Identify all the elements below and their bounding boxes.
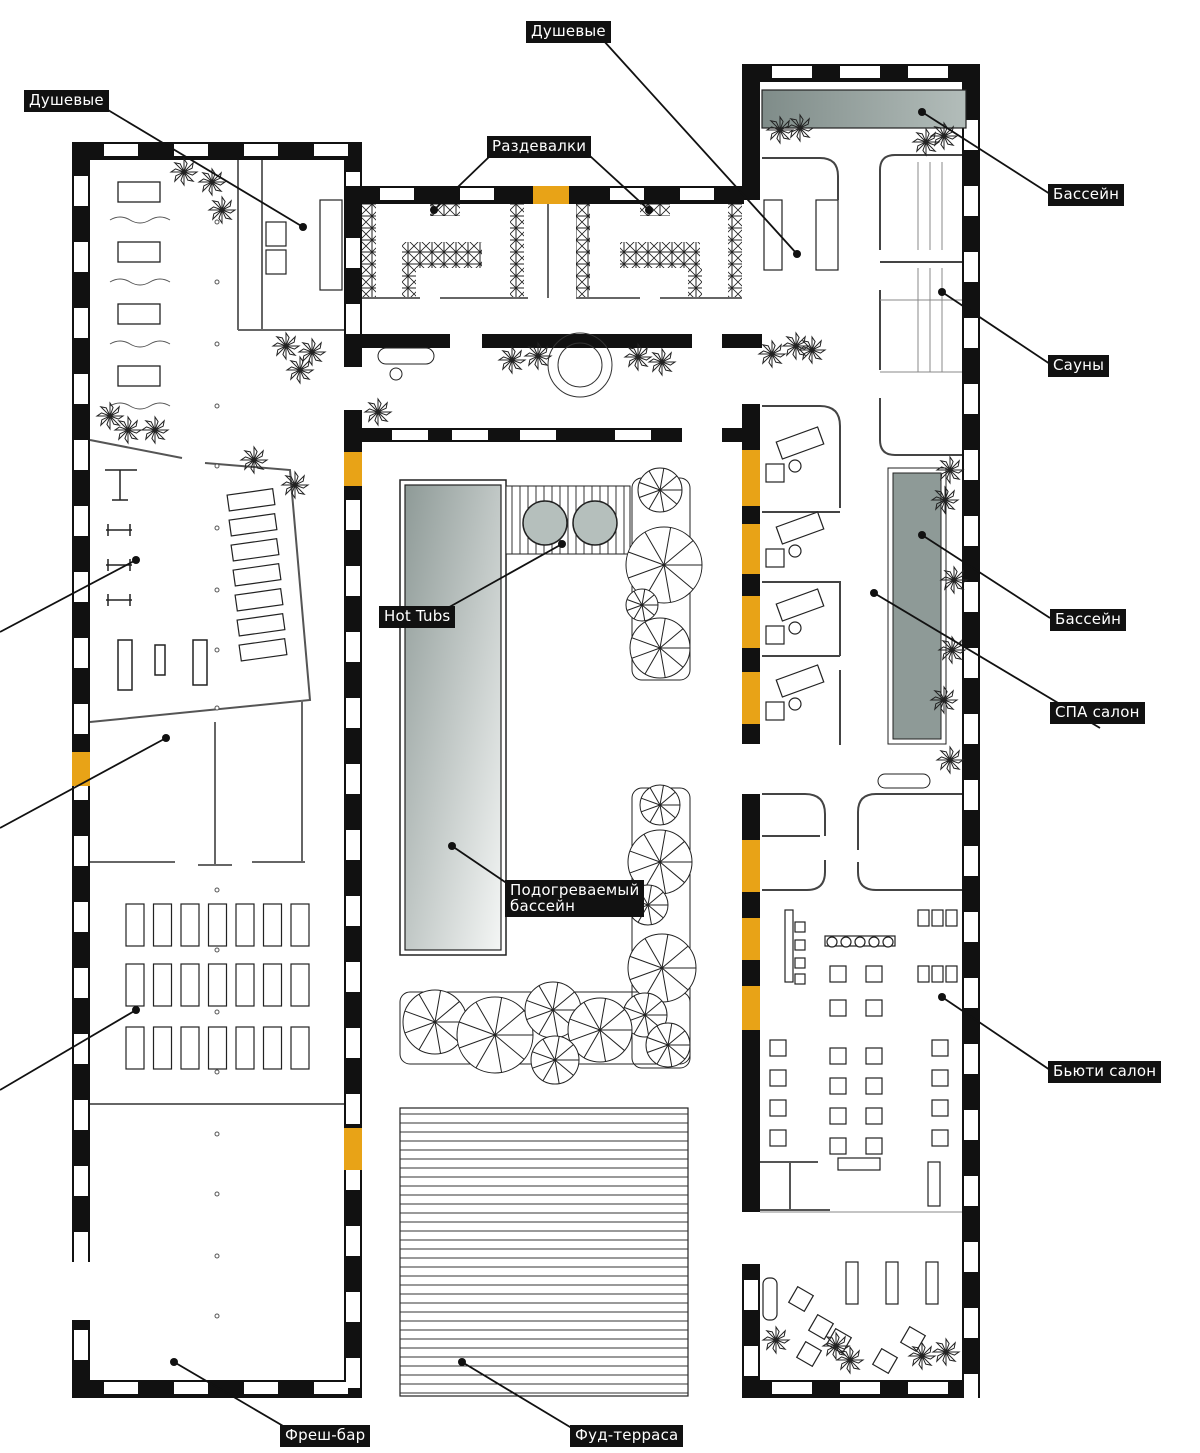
label-heated-pool: Подогреваемый бассейн bbox=[505, 880, 645, 917]
pool-top bbox=[761, 89, 967, 129]
right-building bbox=[722, 64, 980, 1404]
door-accent bbox=[344, 452, 362, 486]
label-saunas: Сауны bbox=[1048, 355, 1110, 377]
changing-rooms-block bbox=[237, 160, 839, 398]
door-accent bbox=[533, 186, 569, 204]
courtyard bbox=[344, 428, 703, 1397]
label-food-terrace: Фуд-терраса bbox=[570, 1425, 684, 1447]
door-accent bbox=[72, 752, 90, 786]
left-building bbox=[72, 142, 362, 1398]
label-hot-tubs: Hot Tubs bbox=[379, 606, 456, 628]
pool-right bbox=[892, 472, 942, 740]
label-showers-right: Душевые bbox=[526, 21, 611, 43]
label-spa-salon: СПА салон bbox=[1050, 702, 1145, 724]
label-showers-left: Душевые bbox=[24, 90, 109, 112]
label-pool-top: Бассейн bbox=[1048, 184, 1125, 206]
door-accent bbox=[344, 1128, 362, 1170]
label-pool-right: Бассейн bbox=[1050, 609, 1127, 631]
leader-lines bbox=[0, 39, 1101, 1431]
label-beauty-salon: Бьюти салон bbox=[1048, 1061, 1162, 1083]
label-fresh-bar: Фреш-бар bbox=[280, 1425, 371, 1447]
heated-pool bbox=[404, 484, 502, 951]
label-changing-rooms: Раздевалки bbox=[487, 136, 592, 158]
hot-tub bbox=[572, 500, 618, 546]
hot-tub bbox=[522, 500, 568, 546]
